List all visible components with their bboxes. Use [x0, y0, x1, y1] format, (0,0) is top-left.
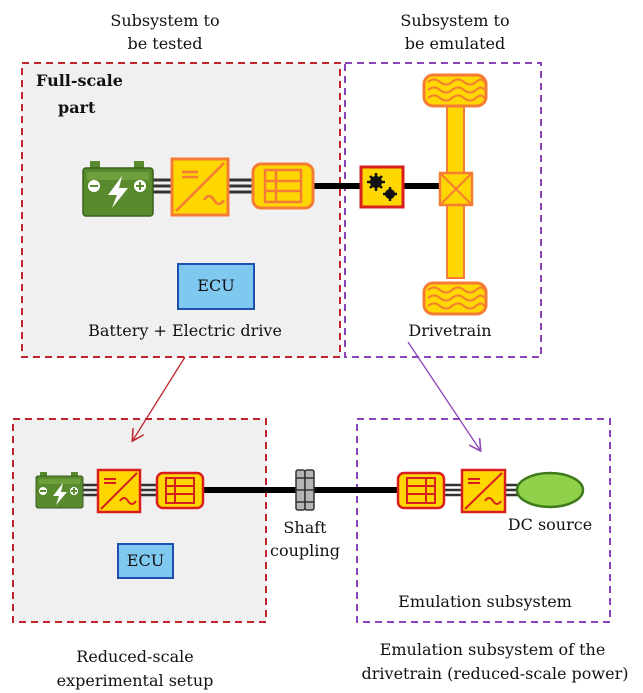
emulated-header-line2: be emulated — [404, 34, 506, 53]
arrow-to-emulation-subsystem — [407, 341, 480, 450]
shaft-coupling-line2: coupling — [270, 541, 340, 560]
footer-left-line1: Reduced-scale — [76, 647, 194, 666]
tested-header-line2: be tested — [127, 34, 203, 53]
emu-motor-inverter-wires — [444, 483, 462, 497]
ecu-box-bottom — [117, 543, 174, 579]
inverter-icon-small — [96, 468, 142, 514]
inverter-icon — [170, 157, 230, 217]
battery-inverter-wires-bottom — [82, 483, 98, 497]
wheel-top-icon — [422, 73, 488, 108]
battery-icon — [82, 161, 154, 217]
arrow-to-reduced-setup — [133, 356, 186, 440]
ecu-label-top: ECU — [197, 276, 235, 295]
ecu-box-top — [177, 263, 255, 310]
tested-header-line1: Subsystem to — [110, 11, 220, 30]
battery-inverter-wires-top — [152, 178, 172, 194]
footer-left-line2: experimental setup — [56, 671, 214, 690]
motor-icon — [251, 162, 315, 210]
dc-source-icon — [515, 471, 585, 509]
full-scale-title-line2: part — [58, 98, 96, 117]
shaft-coupling-icon — [295, 469, 315, 511]
footer-right-line1: Emulation subsystem of the — [379, 640, 606, 659]
dc-source-label: DC source — [507, 515, 593, 534]
battery-icon-small — [35, 472, 84, 509]
ecu-label-bottom: ECU — [126, 551, 165, 570]
emulation-subsystem-label: Emulation subsystem — [398, 592, 572, 611]
footer-right-line2: drivetrain (reduced-scale power) — [361, 664, 629, 683]
motor-icon-small — [155, 471, 205, 510]
wheel-bottom-icon — [422, 281, 488, 316]
inverter-motor-wires-bottom — [140, 483, 157, 497]
differential-icon — [438, 171, 474, 207]
shaft-coupling-line1: Shaft — [283, 518, 327, 537]
emulation-inverter-icon — [460, 468, 507, 514]
drivetrain-caption: Drivetrain — [408, 321, 492, 340]
emulated-header-line1: Subsystem to — [400, 11, 510, 30]
inverter-motor-wires-top — [228, 178, 253, 194]
full-scale-title-line1: Full-scale — [36, 71, 123, 90]
emulation-subsystem-box — [356, 418, 611, 623]
gearbox-icon — [359, 165, 405, 209]
reduced-scale-setup-box — [12, 418, 267, 623]
emulation-motor-icon — [396, 471, 446, 510]
battery-drive-caption: Battery + Electric drive — [88, 321, 282, 340]
